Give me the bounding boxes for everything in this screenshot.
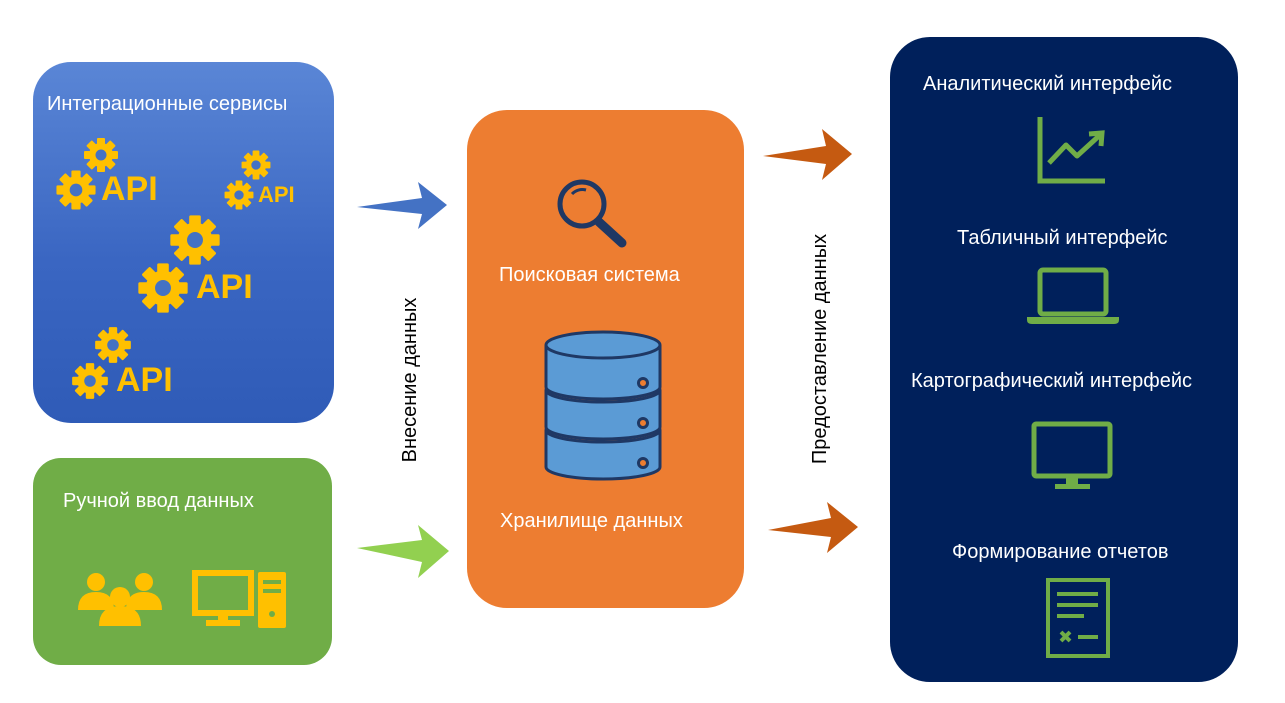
users-icon xyxy=(78,573,162,626)
monitor-icon xyxy=(1031,421,1113,489)
arrow-right-icon xyxy=(357,525,449,578)
desktop-computer-icon xyxy=(192,570,286,628)
laptop-icon xyxy=(1027,267,1119,324)
manual-input-box: Ручной ввод данных xyxy=(33,458,332,665)
arrow-right-icon xyxy=(763,129,852,180)
output-item-label: Картографический интерфейс xyxy=(911,370,1193,392)
chart-icon xyxy=(1037,117,1105,184)
api-label: API xyxy=(258,182,295,207)
data-storage-label: Хранилище данных xyxy=(500,510,683,532)
output-item-label: Аналитический интерфейс xyxy=(923,73,1173,95)
search-system-label: Поисковая система xyxy=(499,264,680,286)
database-icon xyxy=(544,330,662,481)
output-item-label: Табличный интерфейс xyxy=(957,227,1168,249)
report-icon xyxy=(1046,578,1110,658)
api-label: API xyxy=(101,170,158,208)
search-icon xyxy=(557,179,627,248)
manual-input-title: Ручной ввод данных xyxy=(63,490,254,512)
api-label: API xyxy=(116,361,173,399)
arrow-right-icon xyxy=(357,182,447,229)
arrow-right-icon xyxy=(768,502,858,553)
output-item-label: Формирование отчетов xyxy=(952,541,1169,563)
integration-services-title: Интеграционные сервисы xyxy=(47,93,288,115)
api-label: API xyxy=(196,268,253,306)
